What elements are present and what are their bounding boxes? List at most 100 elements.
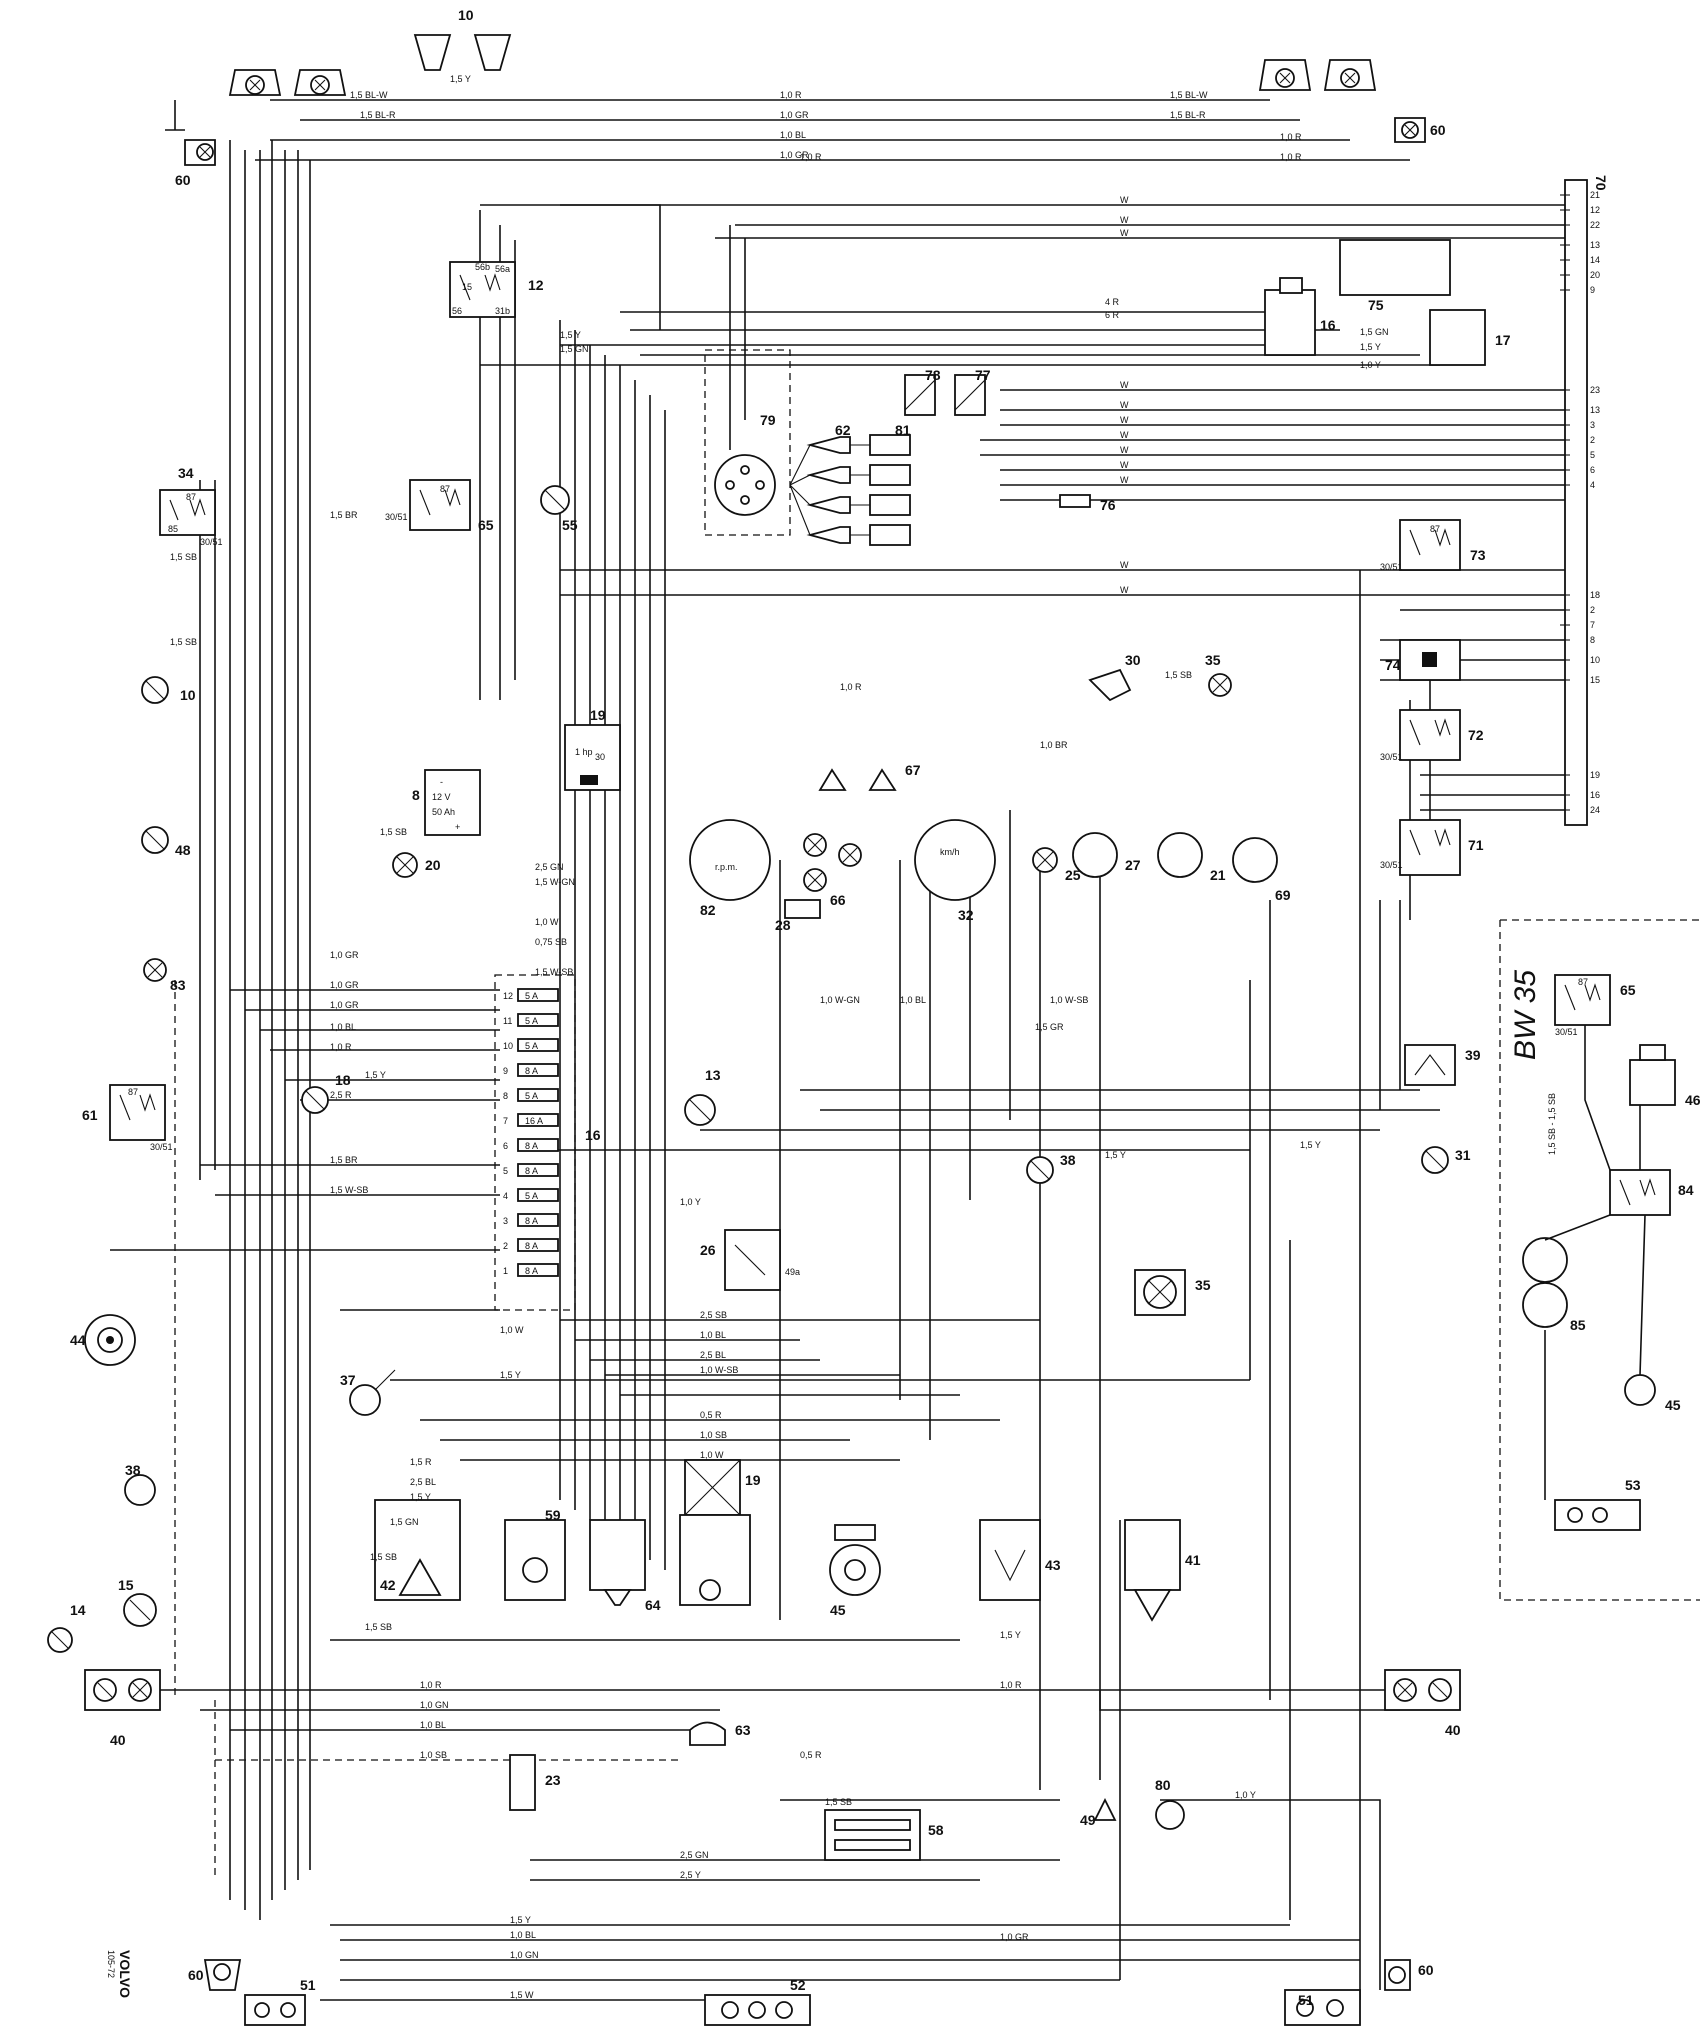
svg-text:32: 32 bbox=[958, 907, 974, 923]
fuse-rating: 8 A bbox=[525, 1066, 538, 1076]
svg-text:76: 76 bbox=[1100, 497, 1116, 513]
wire-label: 1,5 Y bbox=[500, 1370, 521, 1380]
wire-label: W bbox=[1120, 415, 1129, 425]
wire-label: 1,5 BR bbox=[330, 1155, 358, 1165]
fuse bbox=[517, 1213, 559, 1227]
block-28: 28 bbox=[775, 899, 821, 933]
wire-label: 1,0 GN bbox=[420, 1700, 449, 1710]
relay-12: 56b 56a 56 31b 12 bbox=[449, 261, 544, 318]
svg-text:85: 85 bbox=[168, 524, 178, 534]
svg-text:75: 75 bbox=[1368, 297, 1384, 313]
svg-text:87: 87 bbox=[1578, 977, 1588, 987]
wire-label: 1,5 SB bbox=[1165, 670, 1192, 680]
svg-text:35: 35 bbox=[1205, 652, 1221, 668]
sender-67: 67 bbox=[868, 762, 921, 791]
svg-text:48: 48 bbox=[175, 842, 191, 858]
wire-label: 1,0 GR bbox=[330, 950, 359, 960]
switch-37: 37 bbox=[340, 1369, 396, 1416]
washer-motor-16: 16 bbox=[1264, 277, 1336, 356]
wire-label: 1,0 GR bbox=[1000, 1932, 1029, 1942]
svg-text:25: 25 bbox=[1065, 867, 1081, 883]
svg-text:r.p.m.: r.p.m. bbox=[715, 862, 738, 872]
svg-text:BW 35: BW 35 bbox=[1509, 970, 1542, 1060]
wire-trunk-left bbox=[174, 140, 311, 1920]
fuse bbox=[517, 1013, 559, 1027]
wire-label: 1,0 GR bbox=[330, 980, 359, 990]
connector-pin-label: 8 bbox=[1590, 635, 1595, 645]
svg-text:69: 69 bbox=[1275, 887, 1291, 903]
svg-text:27: 27 bbox=[1125, 857, 1141, 873]
fuse-rating: 5 A bbox=[525, 1191, 538, 1201]
wire-label: 1,5 W-SB bbox=[535, 967, 573, 977]
svg-text:81: 81 bbox=[895, 422, 911, 438]
svg-text:83: 83 bbox=[170, 977, 186, 993]
spark-plug-coil bbox=[869, 434, 911, 456]
fuse bbox=[517, 1138, 559, 1152]
svg-text:18: 18 bbox=[335, 1072, 351, 1088]
wire-label: 0,75 SB bbox=[535, 937, 567, 947]
fuse-position: 8 bbox=[503, 1091, 508, 1101]
wire-trunk-middle bbox=[479, 210, 666, 1570]
svg-text:15: 15 bbox=[118, 1577, 134, 1593]
flasher-45: 45 bbox=[829, 1524, 881, 1618]
headlight-left-top bbox=[165, 69, 347, 131]
ignition-lead bbox=[789, 444, 811, 486]
wire-label: 2,5 GN bbox=[535, 862, 564, 872]
wire-label: 1,0 SB bbox=[420, 1750, 447, 1760]
wire-bus-bottom bbox=[150, 1639, 1400, 2001]
wire-label: 1,5 SB bbox=[380, 827, 407, 837]
svg-text:26: 26 bbox=[700, 1242, 716, 1258]
relay-17: 17 bbox=[1429, 309, 1511, 366]
connector-pin-label: 9 bbox=[1590, 285, 1595, 295]
sender-34 bbox=[818, 768, 847, 791]
wire-label: 1,0 Y bbox=[1235, 1790, 1256, 1800]
svg-text:km/h: km/h bbox=[940, 847, 960, 857]
svg-text:87: 87 bbox=[1430, 524, 1440, 534]
sender-38-left: 38 bbox=[124, 1462, 156, 1506]
svg-text:60: 60 bbox=[175, 172, 191, 188]
ignition-coil-19: 1 hp 19 bbox=[564, 707, 621, 791]
wire-label: 1,5 W-SB bbox=[330, 1185, 368, 1195]
svg-text:38: 38 bbox=[1060, 1152, 1076, 1168]
svg-text:43: 43 bbox=[1045, 1557, 1061, 1573]
svg-text:8: 8 bbox=[412, 787, 420, 803]
svg-text:61: 61 bbox=[82, 1107, 98, 1123]
wiper-43: 43 bbox=[979, 1519, 1061, 1601]
wire-label: 1,5 W bbox=[510, 1990, 534, 2000]
fuse-rating: 8 A bbox=[525, 1266, 538, 1276]
connector-pin-label: 4 bbox=[1590, 480, 1595, 490]
svg-text:30/51: 30/51 bbox=[385, 512, 408, 522]
connector-pin-label: 5 bbox=[1590, 450, 1595, 460]
wire-label: 1,0 BL bbox=[900, 995, 926, 1005]
svg-text:53: 53 bbox=[1625, 1477, 1641, 1493]
wire-label: 1,0 W-SB bbox=[1050, 995, 1088, 1005]
block-39: 39 bbox=[1404, 1044, 1481, 1086]
fuse-rating: 8 A bbox=[525, 1241, 538, 1251]
svg-text:14: 14 bbox=[70, 1602, 86, 1618]
wire-label: 1,0 BR bbox=[1040, 740, 1068, 750]
svg-text:41: 41 bbox=[1185, 1552, 1201, 1568]
connector-pin-label: 10 bbox=[1590, 655, 1600, 665]
wire-label: 1,0 R bbox=[780, 90, 802, 100]
fuse bbox=[517, 1188, 559, 1202]
wire-label: 1,5 Y bbox=[560, 330, 581, 340]
svg-text:45: 45 bbox=[830, 1602, 846, 1618]
connector-pin-label: 23 bbox=[1590, 385, 1600, 395]
motor-64: 64 bbox=[589, 1519, 661, 1613]
fuse-box-wiring bbox=[110, 900, 1440, 1461]
wire-label: 1,5 SB bbox=[365, 1622, 392, 1632]
wire-label: 1,5 GR bbox=[1035, 1022, 1064, 1032]
relay-61: 87 30/51 61 bbox=[82, 1084, 173, 1152]
svg-text:63: 63 bbox=[735, 1722, 751, 1738]
fuse-rating: 5 A bbox=[525, 1091, 538, 1101]
relay-26: 49a 26 bbox=[700, 1229, 800, 1291]
wire-label: 2,5 BL bbox=[700, 1350, 726, 1360]
side-lamp-left-top: 60 bbox=[175, 139, 216, 188]
svg-text:30/51: 30/51 bbox=[1380, 860, 1403, 870]
maker-mark: VOLVO 105-72 bbox=[106, 1950, 133, 1998]
connector-pin-label: 12 bbox=[1590, 205, 1600, 215]
fuse bbox=[517, 1163, 559, 1177]
